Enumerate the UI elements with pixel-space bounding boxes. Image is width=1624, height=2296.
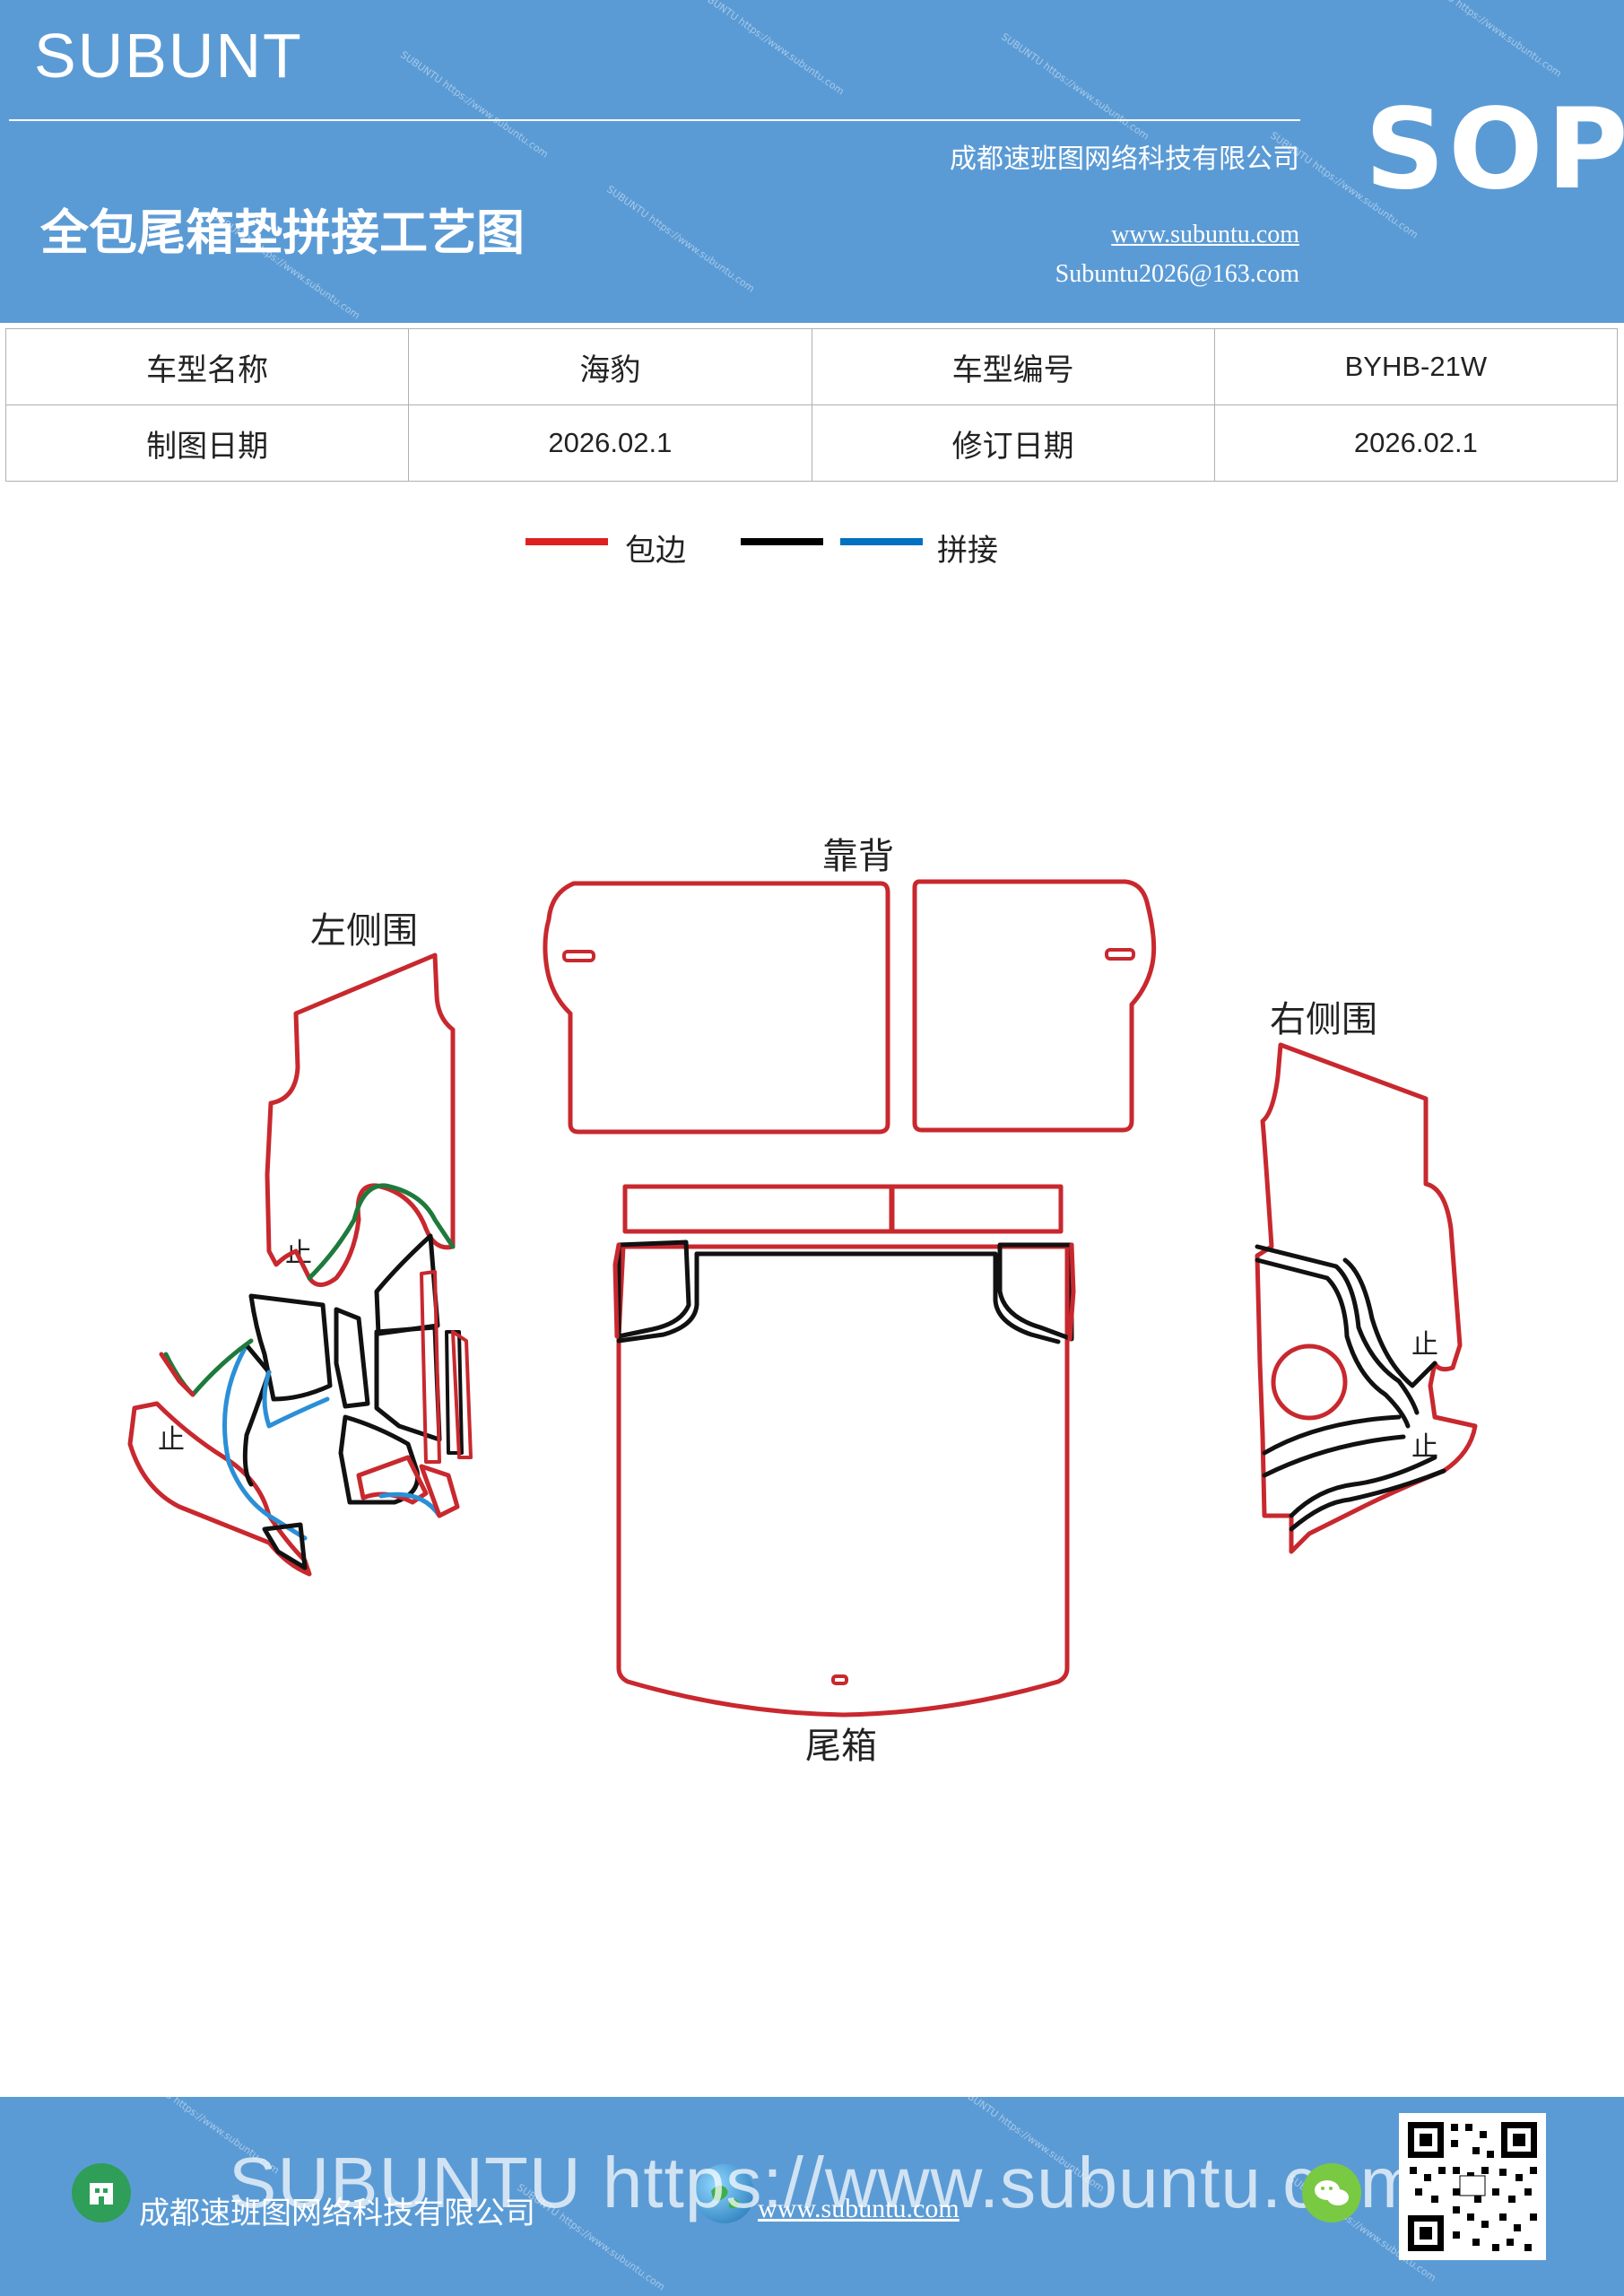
right-side-seam	[1289, 1468, 1446, 1532]
footer-company: 成都速班图网络科技有限公司	[139, 2196, 535, 2231]
company-name: 成都速班图网络科技有限公司	[950, 144, 1299, 175]
sop-badge: SOP	[1365, 85, 1624, 214]
legend-join-swatch	[840, 538, 923, 545]
qr-code	[1399, 2113, 1546, 2260]
backrest-left-slot	[562, 950, 595, 962]
trunk-corner-right-edge	[1067, 1242, 1076, 1342]
model-code-label: 车型编号	[811, 328, 1215, 405]
drawing-date-value: 2026.02.1	[408, 404, 812, 482]
backrest-right-panel	[912, 879, 1157, 1133]
trunk-label: 尾箱	[805, 1726, 877, 1767]
trunk-mat-diagram	[127, 879, 1478, 1718]
right-side-seam	[1255, 1244, 1420, 1415]
left-piece-red	[451, 1330, 473, 1459]
right-side-seam	[1255, 1257, 1411, 1429]
page-footer: SUBUNTU https://www.subuntu.com SUBUNTU …	[0, 2097, 1624, 2296]
right-side-seam	[1289, 1455, 1437, 1518]
footer-watermark: SUBUNTU https://www.subuntu.com	[229, 2143, 1421, 2222]
left-side-green-seam	[307, 1183, 456, 1281]
stop-mark: 止	[158, 1424, 185, 1456]
wechat-icon	[1302, 2163, 1361, 2222]
left-side-label: 左侧围	[310, 910, 418, 952]
table-row: 车型名称 海豹 车型编号 BYHB-21W	[4, 328, 1619, 405]
left-piece	[374, 1325, 442, 1442]
right-side-label: 右侧围	[1270, 999, 1377, 1040]
model-name-value: 海豹	[408, 328, 812, 405]
header-divider	[9, 119, 1300, 121]
left-lower-piece	[127, 1401, 312, 1577]
left-lower-green	[163, 1338, 254, 1397]
left-piece	[334, 1307, 370, 1409]
left-piece	[374, 1233, 440, 1336]
globe-icon	[695, 2164, 754, 2223]
trunk-floor	[616, 1244, 1070, 1718]
left-lower-join	[262, 1370, 330, 1429]
trunk-slot	[831, 1674, 848, 1685]
left-lower-edge	[159, 1352, 195, 1397]
watermark: SUBUNTU https://www.subuntu.com	[398, 48, 551, 161]
legend: 包边 拼接	[0, 520, 1624, 574]
left-lower-piece	[419, 1464, 460, 1518]
drawing-date-label: 制图日期	[4, 404, 410, 482]
email-address[interactable]: Subuntu2026@163.com	[1055, 260, 1299, 288]
table-row: 制图日期 2026.02.1 修订日期 2026.02.1	[4, 404, 1619, 482]
company-icon	[72, 2163, 131, 2222]
revision-date-label: 修订日期	[811, 404, 1215, 482]
backrest-label: 靠背	[822, 836, 894, 877]
model-code-value: BYHB-21W	[1213, 328, 1619, 405]
watermark: SUBUNTU https://www.subuntu.com	[694, 0, 847, 98]
watermark: SUBUNTU https://www.subuntu.com	[604, 183, 757, 295]
page-title: 全包尾箱垫拼接工艺图	[40, 204, 525, 261]
revision-date-value: 2026.02.1	[1213, 404, 1619, 482]
legend-edge-label: 包边	[625, 533, 686, 569]
page-header: SUBUNTU https://www.subuntu.com SUBUNTU …	[0, 0, 1624, 323]
trunk-corner-right	[997, 1242, 1074, 1342]
watermark: SUBUNTU https://www.subuntu.com	[999, 30, 1151, 143]
left-piece	[248, 1293, 333, 1402]
right-side-seam	[1262, 1434, 1406, 1478]
left-piece-red	[420, 1270, 441, 1464]
website-link[interactable]: www.subuntu.com	[1111, 221, 1299, 248]
left-lower-piece	[262, 1522, 308, 1570]
legend-join-label: 拼接	[937, 533, 998, 569]
trunk-corner-left-edge	[612, 1242, 621, 1339]
legend-edge-swatch	[525, 538, 608, 545]
footer-website-link[interactable]: www.subuntu.com	[758, 2194, 960, 2223]
model-name-label: 车型名称	[4, 328, 410, 405]
vehicle-info-table: 车型名称 海豹 车型编号 BYHB-21W 制图日期 2026.02.1 修订日…	[4, 328, 1619, 482]
stop-mark: 止	[1411, 1329, 1438, 1361]
right-side-seam	[1342, 1257, 1437, 1388]
trunk-corner-left	[616, 1239, 691, 1339]
backrest-left-panel	[543, 881, 890, 1135]
trunk-top-strip-left	[622, 1184, 894, 1234]
watermark: SUBUNTU https://www.subuntu.com	[1411, 0, 1564, 80]
trunk-top-strip-right	[890, 1184, 1064, 1234]
backrest-right-slot	[1105, 948, 1135, 961]
trunk-seam	[694, 1251, 1061, 1344]
left-lower-join	[222, 1343, 308, 1541]
left-side-panel	[265, 952, 456, 1287]
right-side-seam	[1262, 1414, 1402, 1456]
legend-black-swatch	[741, 538, 823, 545]
brand-name: SUBUNT	[34, 21, 303, 91]
right-side-circle	[1271, 1344, 1348, 1421]
trunk-seam	[616, 1251, 699, 1344]
